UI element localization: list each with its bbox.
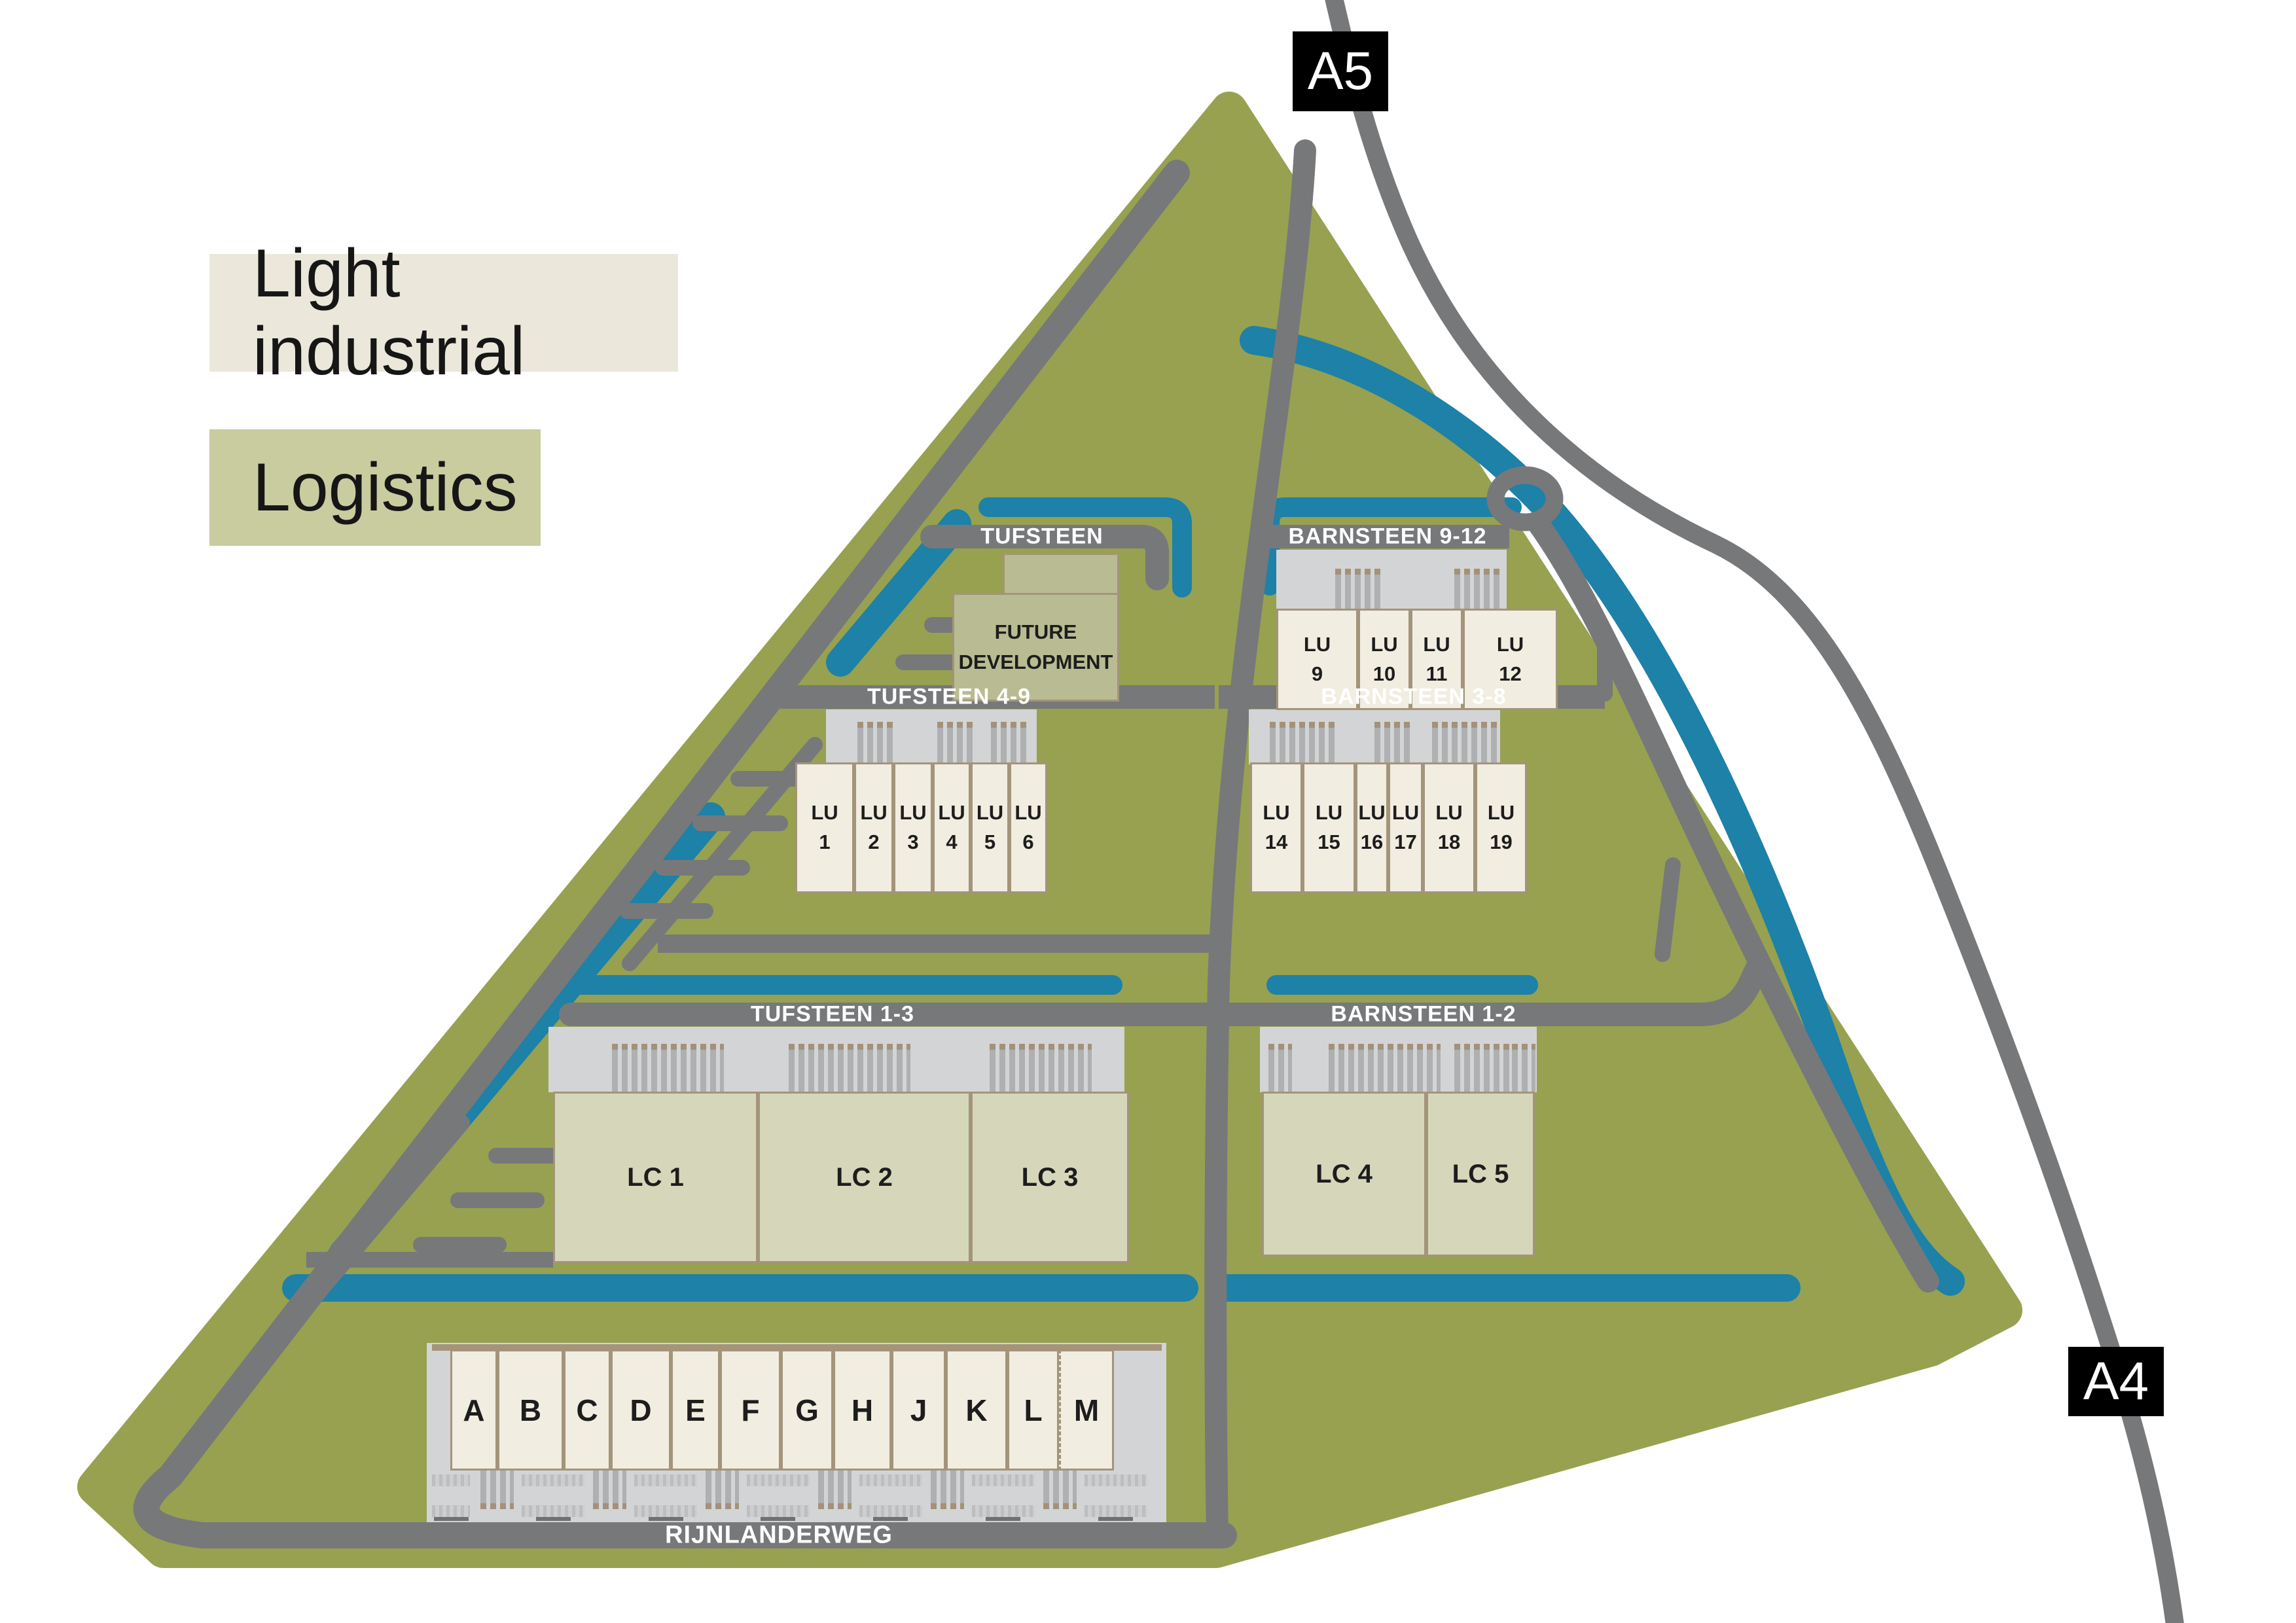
kerb-dash: [761, 1517, 795, 1521]
parking-ticks: [522, 1505, 584, 1517]
highway-badge-a5: A5: [1293, 31, 1388, 111]
building-unit-l: L: [1007, 1349, 1059, 1471]
building-lc-1: LC 1: [553, 1092, 758, 1263]
parking-ticks: [522, 1474, 584, 1486]
docks-lu18: [1432, 722, 1497, 762]
building-lu-15: LU 15: [1302, 762, 1355, 893]
road-label-barnsteen912: BARNSTEEN 9-12: [1288, 524, 1487, 549]
docks-lc3: [990, 1044, 1092, 1092]
docks-lu5: [991, 722, 1028, 762]
parking-ticks: [634, 1505, 697, 1517]
kerb-dash: [1098, 1517, 1133, 1521]
internal-roads: [133, 0, 2184, 1623]
docks-lc1: [612, 1044, 724, 1092]
highway-badge-a4: A4: [2068, 1347, 2164, 1416]
docks-lc4-a: [1268, 1044, 1292, 1092]
docks-unit-jk: [931, 1471, 964, 1509]
building-lu-11: LU 11: [1410, 609, 1463, 710]
docks-lc5-b: [1512, 1044, 1535, 1092]
parking-ticks: [1085, 1474, 1147, 1486]
legend-light-industrial: Light industrial: [209, 236, 678, 389]
building-lu-14: LU 14: [1250, 762, 1302, 893]
building-unit-a: A: [450, 1349, 497, 1471]
building-lu-1: LU 1: [795, 762, 854, 893]
building-unit-d: D: [611, 1349, 671, 1471]
building-lu-6: LU 6: [1009, 762, 1047, 893]
docks-unit-ab: [480, 1471, 514, 1509]
kerb-dash: [873, 1517, 908, 1521]
kerb-dash: [536, 1517, 571, 1521]
building-lu-17: LU 17: [1388, 762, 1423, 893]
building-unit-f: F: [720, 1349, 781, 1471]
docks-lu9: [1335, 569, 1380, 610]
docks-unit-gh: [818, 1471, 852, 1509]
building-future-development-north: [1003, 553, 1119, 593]
road-boundary-west-rijnlanderweg: [133, 160, 1237, 1548]
building-lu-19: LU 19: [1475, 762, 1527, 893]
road-label-barnsteen38: BARNSTEEN 3-8: [1321, 684, 1507, 709]
kerb-dash: [434, 1517, 469, 1521]
parking-ticks: [747, 1505, 810, 1517]
building-unit-m: M: [1059, 1349, 1114, 1471]
docks-lu14: [1270, 722, 1335, 762]
building-lu-4: LU 4: [933, 762, 971, 893]
road-label-rijnlanderweg: RIJNLANDERWEG: [665, 1521, 893, 1549]
kerb-dash: [649, 1517, 683, 1521]
building-lc-4: LC 4: [1262, 1092, 1426, 1257]
road-barnsteen12: [1219, 955, 1772, 1026]
parking-ticks: [972, 1474, 1035, 1486]
building-lu-10: LU 10: [1358, 609, 1410, 710]
road-loop: [1486, 466, 1564, 531]
road-boundary-east: [1527, 512, 1939, 1293]
parking-ticks: [432, 1505, 470, 1517]
units-row-topbar: [432, 1344, 1162, 1351]
road-central: [1204, 139, 1316, 1546]
building-lu-16: LU 16: [1355, 762, 1388, 893]
docks-unit-ef: [706, 1471, 739, 1509]
docks-lc2: [789, 1044, 910, 1092]
docks-lu3: [937, 722, 975, 762]
parking-ticks: [634, 1474, 697, 1486]
docks-lu16: [1374, 722, 1412, 762]
docks-unit-cd: [593, 1471, 626, 1509]
kerb-dash: [986, 1517, 1020, 1521]
parking-ticks: [1085, 1505, 1147, 1517]
legend-logistics: Logistics: [209, 429, 541, 546]
building-lu-3: LU 3: [893, 762, 933, 893]
building-lu-5: LU 5: [971, 762, 1009, 893]
docks-lc4-b: [1329, 1044, 1441, 1092]
road-tufsteen: [920, 525, 1169, 590]
parking-ticks: [859, 1505, 922, 1517]
parking-ticks: [747, 1474, 810, 1486]
building-unit-b: B: [497, 1349, 564, 1471]
parking-ticks: [859, 1474, 922, 1486]
building-lc-2: LC 2: [758, 1092, 971, 1263]
docks-lu1: [857, 722, 895, 762]
docks-lc5-a: [1454, 1044, 1517, 1092]
building-unit-k: K: [946, 1349, 1007, 1471]
parking-ticks: [972, 1505, 1035, 1517]
road-label-tufsteen: TUFSTEEN: [980, 524, 1103, 549]
building-lc-5: LC 5: [1426, 1092, 1535, 1257]
building-lu-9: LU 9: [1276, 609, 1358, 710]
building-unit-c: C: [564, 1349, 611, 1471]
highway-a5-a4: [1325, 0, 2184, 1623]
building-lu-12: LU 12: [1463, 609, 1558, 710]
building-lc-3: LC 3: [971, 1092, 1129, 1263]
road-label-barnsteen12: BARNSTEEN 1-2: [1331, 1001, 1516, 1027]
parking-ticks: [432, 1474, 470, 1486]
road-label-tufsteen13: TUFSTEEN 1-3: [750, 1001, 915, 1027]
teal-bar-tufsteen: [978, 497, 1192, 597]
building-lu-2: LU 2: [854, 762, 893, 893]
building-unit-h: H: [833, 1349, 891, 1471]
docks-unit-lm: [1043, 1471, 1077, 1509]
road-label-tufsteen49: TUFSTEEN 4-9: [867, 684, 1031, 709]
building-future-development: FUTURE DEVELOPMENT: [952, 593, 1119, 702]
building-lu-18: LU 18: [1423, 762, 1475, 893]
building-unit-j: J: [891, 1349, 946, 1471]
building-unit-e: E: [671, 1349, 720, 1471]
building-unit-g: G: [781, 1349, 833, 1471]
road-stub-lu19: [1655, 857, 1681, 962]
docks-lu12: [1454, 569, 1499, 610]
